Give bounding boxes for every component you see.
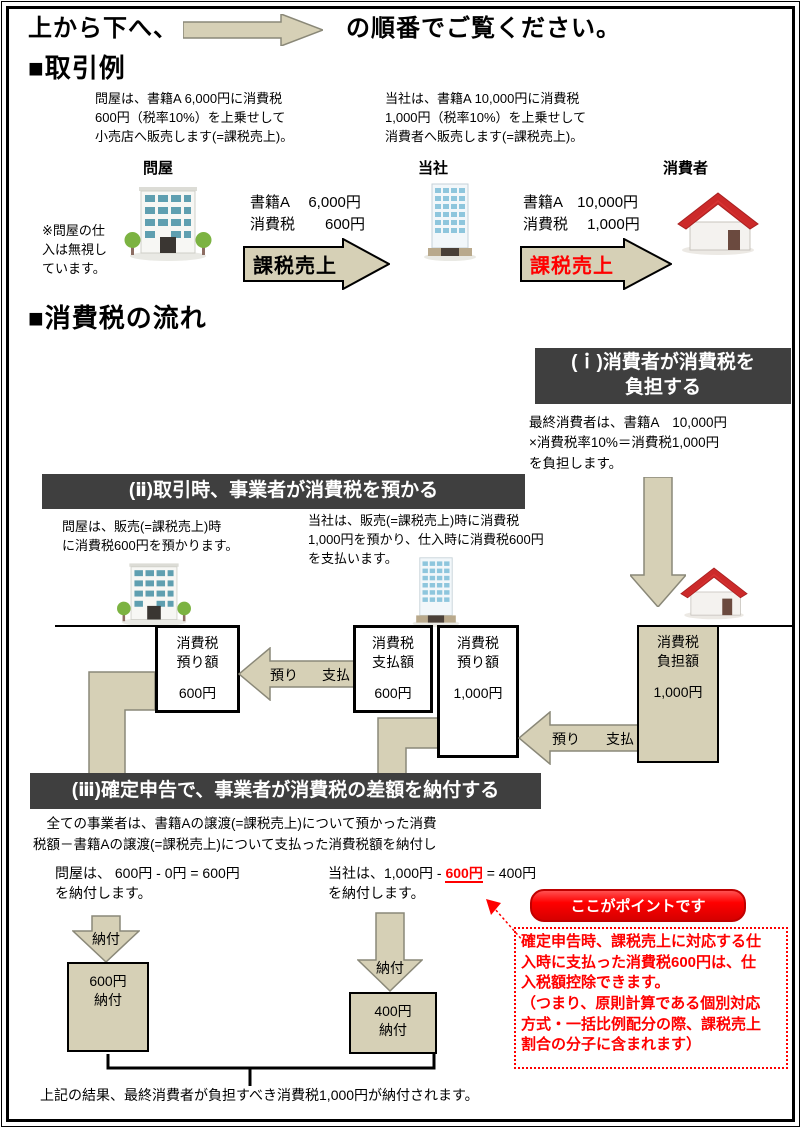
- step3-description: 全ての事業者は、書籍Aの譲渡(=課税売上)について預かった消費 税額－書籍Aの譲…: [33, 816, 437, 852]
- step3-header: (ⅲ)確定申告で、事業者が消費税の差額を納付する: [30, 773, 541, 809]
- company-formula-line2: を納付します。: [328, 884, 425, 901]
- consumer-house-icon: [672, 188, 764, 256]
- box-company-paid-amount: 600円: [374, 685, 412, 701]
- nofu-arrow-wholesaler: 納付: [72, 915, 140, 963]
- box-company-kept-title: 消費税 預り額: [457, 635, 499, 670]
- company-formula-part1: 当社は、1,000円 -: [328, 865, 446, 881]
- point-button: ここがポイントです: [530, 889, 746, 922]
- l-connector-left-icon: [88, 671, 156, 774]
- box-company-paid-title: 消費税 支払額: [372, 635, 414, 670]
- azukari-label-1: 預り: [270, 667, 298, 683]
- price-list-company: 書籍A 10,000円 消費税 1,000円: [523, 194, 640, 233]
- bracket-icon: [105, 1054, 437, 1088]
- wholesaler-label: 問屋: [143, 160, 174, 177]
- nofu-arrow-company: 納付: [357, 912, 423, 992]
- box-company-paid: 消費税 支払額 600円: [353, 625, 433, 713]
- box-wholesaler-kept-title: 消費税 預り額: [176, 635, 219, 670]
- box-wholesaler-kept-amount: 600円: [178, 685, 217, 701]
- company-building-icon-2: [405, 556, 467, 628]
- step1-down-arrow-icon: [630, 477, 686, 607]
- company-payment-formula: 当社は、1,000円 - 600円 = 400円 を納付します。: [328, 864, 536, 903]
- taxable-sale-arrow-1: 課税売上: [243, 238, 390, 290]
- shiharai-label-1: 支払: [322, 667, 350, 683]
- red-dashed-arrow-icon: [482, 896, 526, 944]
- company-formula-highlight: 600円: [445, 865, 483, 883]
- payment-box-company: 400円 納付: [349, 992, 437, 1054]
- l-connector-right-icon: [377, 717, 441, 775]
- nofu-label-2: 納付: [376, 960, 404, 976]
- consumer-house-icon-2: [676, 560, 752, 624]
- taxable-sale-label-2: 課税売上: [530, 255, 614, 278]
- azukari-label-2: 預り: [552, 731, 580, 747]
- transaction-heading: ■取引例: [28, 53, 126, 83]
- step1-header: (ｉ)消費者が消費税を 負担する: [535, 348, 791, 404]
- flow-heading: ■消費税の流れ: [28, 303, 207, 333]
- step2-header: (ⅱ)取引時、事業者が消費税を預かる: [42, 474, 525, 509]
- shiharai-label-2: 支払: [606, 731, 634, 747]
- azukari-shiharai-arrow-2: 預り 支払: [518, 711, 639, 765]
- box-consumer-burden-amount: 1,000円: [653, 684, 703, 700]
- nofu-label-1: 納付: [92, 931, 120, 947]
- company-building-icon: [418, 182, 482, 262]
- taxable-sale-label-1: 課税売上: [253, 255, 337, 278]
- wholesaler-note: ※問屋の仕 入は無視し ています。: [42, 223, 108, 276]
- conclusion-text: 上記の結果、最終消費者が負担すべき消費税1,000円が納付されます。: [40, 1087, 479, 1103]
- company-description: 当社は、書籍A 10,000円に消費税 1,000円（税率10%）を上乗せして …: [385, 91, 587, 144]
- guide-text-prefix: 上から下へ、: [28, 15, 178, 42]
- azukari-shiharai-arrow-1: 預り 支払: [238, 647, 355, 701]
- payment-box-wholesaler: 600円 納付: [67, 962, 149, 1052]
- ground-line-left: [55, 625, 157, 627]
- box-company-kept: 消費税 預り額 1,000円: [437, 625, 519, 758]
- taxable-sale-arrow-2: 課税売上: [520, 238, 672, 290]
- step2-description-wholesaler: 問屋は、販売(=課税売上)時 に消費税600円を預かります。: [62, 519, 239, 553]
- company-label: 当社: [418, 160, 449, 177]
- box-consumer-burden: 消費税 負担額 1,000円: [637, 625, 719, 763]
- step2-description-company: 当社は、販売(=課税売上)時に消費税 1,000円を預かり、仕入時に消費税600…: [308, 513, 544, 566]
- box-company-kept-amount: 1,000円: [453, 685, 503, 701]
- box-consumer-burden-title: 消費税 負担額: [657, 634, 699, 669]
- company-formula-part2: = 400円: [482, 865, 537, 881]
- wholesaler-building-icon: [123, 183, 213, 263]
- inner-frame: [6, 6, 795, 1122]
- wholesaler-building-icon-2: [115, 560, 193, 628]
- price-list-wholesaler: 書籍A 6,000円 消費税 600円: [250, 194, 366, 233]
- point-note: 確定申告時、課税売上に対応する仕 入時に支払った消費税600円は、仕 入税額控除…: [514, 927, 788, 1069]
- step1-description: 最終消費者は、書籍A 10,000円 ×消費税率10%＝消費税1,000円 を負…: [529, 415, 728, 471]
- consumer-label: 消費者: [663, 160, 709, 177]
- box-wholesaler-kept: 消費税 預り額 600円: [155, 625, 240, 713]
- wholesaler-payment-formula: 問屋は、 600円 - 0円 = 600円 を納付します。: [55, 865, 240, 901]
- guide-arrow-icon: [183, 14, 323, 46]
- wholesaler-description: 問屋は、書籍A 6,000円に消費税 600円（税率10%）を上乗せして 小売店…: [95, 91, 294, 144]
- guide-text-suffix: の順番でご覧ください。: [346, 15, 621, 42]
